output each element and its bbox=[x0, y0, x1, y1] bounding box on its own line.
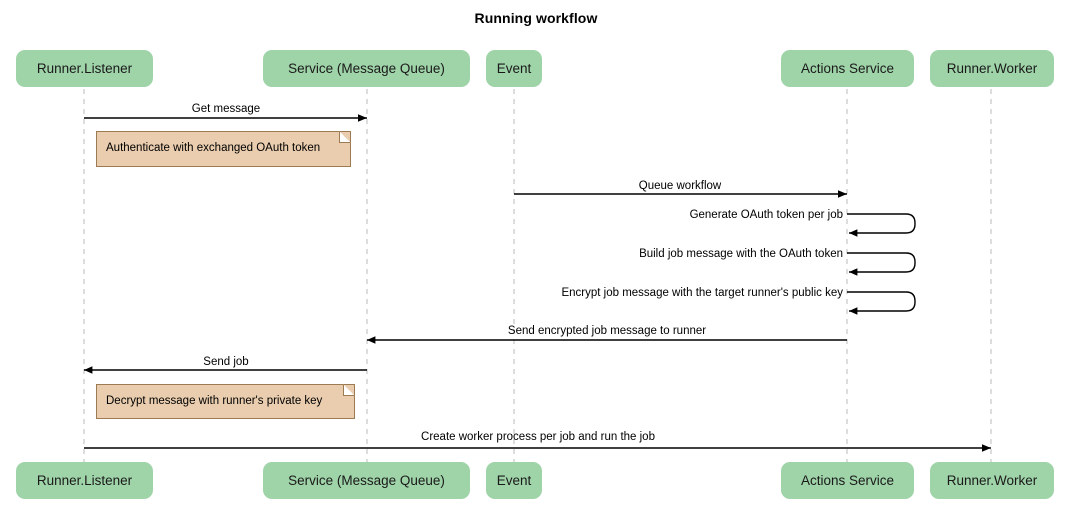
participant-footer-service-message-queue[interactable]: Service (Message Queue) bbox=[263, 462, 470, 499]
note-text: Authenticate with exchanged OAuth token bbox=[106, 142, 321, 155]
self-message-generate-oauth-token-per-job bbox=[847, 213, 916, 237]
participant-label: Service (Message Queue) bbox=[288, 60, 445, 76]
message-label-get-message: Get message bbox=[191, 103, 261, 115]
participant-footer-actions-service[interactable]: Actions Service bbox=[781, 462, 914, 499]
message-label-send-job: Send job bbox=[203, 356, 249, 368]
participant-label: Event bbox=[496, 60, 532, 76]
participant-header-runner-worker[interactable]: Runner.Worker bbox=[930, 50, 1054, 87]
note-fold-corner-icon bbox=[339, 131, 351, 143]
participant-footer-runner-listener[interactable]: Runner.Listener bbox=[16, 462, 153, 499]
self-message-build-job-message-with-the-oauth-token bbox=[847, 252, 916, 276]
participant-footer-event[interactable]: Event bbox=[486, 462, 542, 499]
participant-label: Runner.Worker bbox=[946, 60, 1038, 76]
participant-footer-runner-worker[interactable]: Runner.Worker bbox=[930, 462, 1054, 499]
message-label-encrypt-job-message-with-the-target-runners-public-key: Encrypt job message with the target runn… bbox=[561, 287, 843, 299]
participant-label: Runner.Worker bbox=[946, 472, 1038, 488]
message-label-send-encrypted-job-message-to-runner: Send encrypted job message to runner bbox=[507, 325, 707, 337]
participant-label: Actions Service bbox=[800, 472, 895, 488]
participant-label: Runner.Listener bbox=[36, 472, 133, 488]
participant-label: Runner.Listener bbox=[36, 60, 133, 76]
note-fold-corner-icon bbox=[343, 384, 355, 396]
participant-label: Actions Service bbox=[800, 60, 895, 76]
note-decrypt-message-with-runners-private-key: Decrypt message with runner's private ke… bbox=[96, 384, 355, 419]
note-text: Decrypt message with runner's private ke… bbox=[106, 394, 323, 407]
page-title: Running workflow bbox=[474, 10, 598, 26]
message-label-generate-oauth-token-per-job: Generate OAuth token per job bbox=[689, 209, 843, 221]
message-label-queue-workflow: Queue workflow bbox=[638, 180, 722, 192]
participant-header-runner-listener[interactable]: Runner.Listener bbox=[16, 50, 153, 87]
message-label-create-worker-process-per-job-and-run-the-job: Create worker process per job and run th… bbox=[421, 431, 655, 443]
participant-header-event[interactable]: Event bbox=[486, 50, 542, 87]
note-authenticate-with-exchanged-oauth-token: Authenticate with exchanged OAuth token bbox=[96, 131, 351, 167]
participant-header-service-message-queue[interactable]: Service (Message Queue) bbox=[263, 50, 470, 87]
participant-label: Event bbox=[496, 472, 532, 488]
participant-label: Service (Message Queue) bbox=[288, 472, 445, 488]
message-label-build-job-message-with-the-oauth-token: Build job message with the OAuth token bbox=[639, 248, 843, 260]
self-message-encrypt-job-message-with-the-target-runners-public-key bbox=[847, 291, 916, 315]
participant-header-actions-service[interactable]: Actions Service bbox=[781, 50, 914, 87]
